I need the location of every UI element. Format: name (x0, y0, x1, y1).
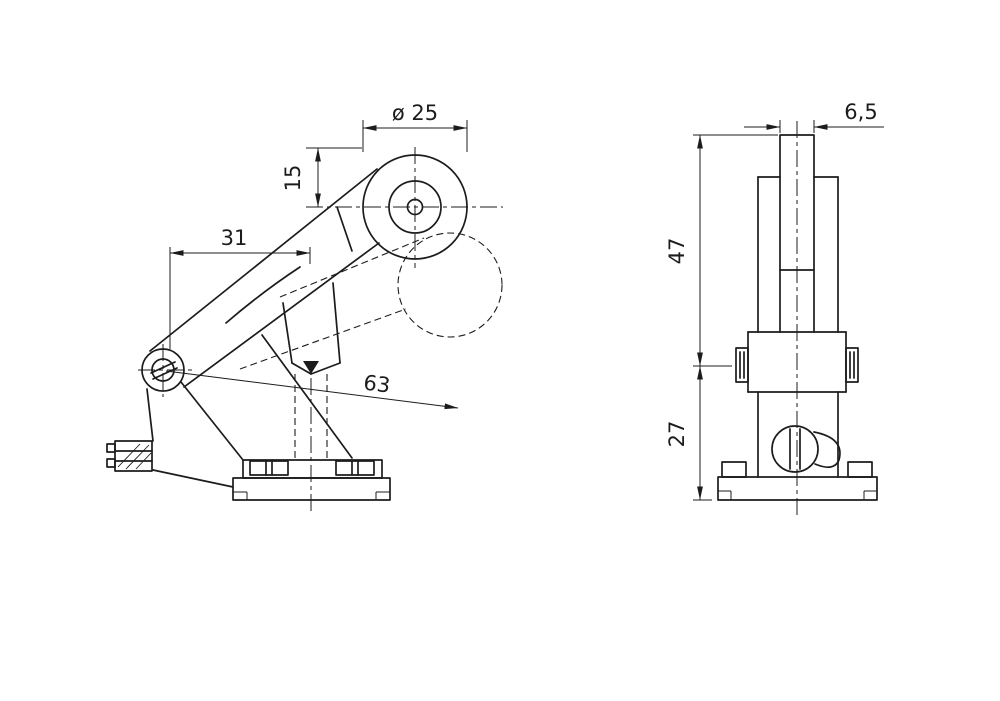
housing-body (146, 282, 353, 488)
pivot-screw (141, 348, 185, 392)
dimension-lever-length: 63 (165, 370, 459, 410)
dimension-pivot-horizontal: 31 (169, 226, 311, 349)
dim-lower-height-label: 27 (665, 421, 689, 448)
mounting-screw-right (335, 460, 375, 476)
roller-front (362, 154, 468, 260)
dimension-roller-diameter: ø 25 (362, 101, 468, 152)
dim-roller-top-offset-label: 15 (281, 165, 305, 192)
dimension-upper-height: 47 (665, 134, 778, 367)
pivot-block-side (735, 331, 859, 393)
side-screw-left (735, 347, 749, 383)
base-flange (232, 477, 391, 501)
dimension-lower-height: 27 (665, 365, 712, 501)
roller-outer-circle (362, 154, 468, 260)
lever-fork-side (757, 176, 839, 333)
mounting-base-front (232, 459, 391, 501)
side-view: 6,5 47 27 (665, 100, 884, 516)
dim-roller-diameter-label: ø 25 (392, 101, 438, 125)
dim-roller-width-label: 6,5 (844, 100, 877, 124)
side-screw-right (845, 347, 859, 383)
dim-lever-length-label: 63 (362, 370, 392, 397)
cable-connector (106, 440, 153, 472)
lower-body-side (757, 391, 841, 478)
mounting-screw-left (249, 460, 289, 476)
roller-hub-circle (388, 180, 442, 234)
dim-pivot-horizontal-label: 31 (221, 226, 248, 250)
roller-side (779, 134, 815, 333)
dimension-roller-top-offset: 15 (281, 147, 362, 208)
roller-rotated-phantom (239, 232, 503, 370)
base-flange-side (717, 476, 878, 501)
front-view: ø 25 15 31 63 (106, 101, 503, 513)
lever-arm (149, 168, 380, 388)
roller-axle-hole (406, 198, 424, 216)
dim-upper-height-label: 47 (665, 238, 689, 265)
dimension-roller-width: 6,5 (744, 100, 884, 133)
mounting-base-side (717, 461, 878, 501)
plunger-tip (303, 361, 319, 374)
front-view-centerlines (138, 147, 503, 513)
cam-lobe (813, 431, 841, 469)
head-screw (771, 425, 819, 473)
